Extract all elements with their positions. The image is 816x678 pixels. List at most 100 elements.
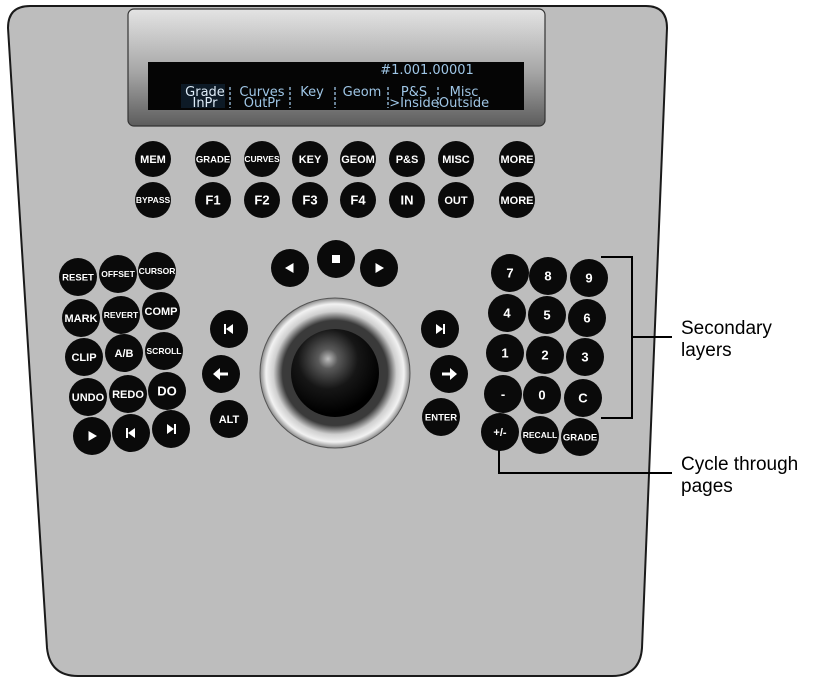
transport-left-button-1[interactable]: [210, 310, 248, 348]
left-button-redo-cap: [109, 375, 147, 413]
function-button-f4[interactable]: F4: [340, 182, 376, 218]
function-button-mem[interactable]: MEM: [135, 141, 171, 177]
function-button-f3-label: F3: [302, 193, 317, 208]
enter-button-label: ENTER: [425, 412, 457, 423]
forward-arrow-icon: [442, 368, 457, 380]
enter-button-cap: [422, 398, 460, 436]
transport-right-button-2[interactable]: [430, 355, 468, 393]
left-button-revert[interactable]: REVERT: [102, 296, 140, 334]
keypad-button-c[interactable]: C: [564, 379, 602, 417]
display-tab-geom: Geom: [343, 85, 382, 100]
enter-button[interactable]: ENTER: [422, 398, 460, 436]
keypad-button-3[interactable]: 3: [566, 338, 604, 376]
left-button-comp[interactable]: COMP: [142, 292, 180, 330]
function-button-grade[interactable]: GRADE: [195, 141, 231, 177]
keypad-button-2[interactable]: 2: [526, 336, 564, 374]
function-button-f3[interactable]: F3: [292, 182, 328, 218]
left-transport-button-3[interactable]: [152, 410, 190, 448]
function-button-misc-cap: [438, 141, 474, 177]
keypad-button-0[interactable]: 0: [523, 376, 561, 414]
function-button-f1-cap: [195, 182, 231, 218]
function-button-misc[interactable]: MISC: [438, 141, 474, 177]
left-button-undo[interactable]: UNDO: [69, 378, 107, 416]
keypad-button-plus-minus-cap: [481, 413, 519, 451]
keypad-button-7[interactable]: 7: [491, 254, 529, 292]
trackball-ball[interactable]: [291, 329, 379, 417]
skip-forward-icon: [436, 324, 445, 334]
function-button-bypass[interactable]: BYPASS: [135, 182, 171, 218]
left-button-a-b[interactable]: A/B: [105, 334, 143, 372]
left-button-scroll[interactable]: SCROLL: [145, 332, 183, 370]
cycle-label-line2: pages: [681, 476, 733, 497]
keypad-button-9[interactable]: 9: [570, 259, 608, 297]
function-button-pands[interactable]: P&S: [389, 141, 425, 177]
left-button-revert-cap: [102, 296, 140, 334]
keypad-button-6-label: 6: [583, 311, 590, 326]
function-button-bypass-cap: [135, 182, 171, 218]
secondary-label-line1: Secondary: [681, 318, 772, 339]
keypad-button-1-label: 1: [501, 346, 508, 361]
function-button-grade-label: GRADE: [196, 154, 230, 165]
function-button-out-label: OUT: [444, 195, 468, 207]
function-button-more-top[interactable]: MORE: [499, 141, 535, 177]
keypad-button-4[interactable]: 4: [488, 294, 526, 332]
left-transport-button-1[interactable]: [73, 417, 111, 455]
function-button-f3-cap: [292, 182, 328, 218]
transport-left-button-2[interactable]: [202, 355, 240, 393]
left-button-clip[interactable]: CLIP: [65, 338, 103, 376]
left-button-cursor-cap: [138, 252, 176, 290]
left-button-do[interactable]: DO: [148, 372, 186, 410]
function-button-f2-cap: [244, 182, 280, 218]
transport-top-button-1[interactable]: [271, 249, 309, 287]
left-button-a-b-cap: [105, 334, 143, 372]
function-button-curves[interactable]: CURVES: [244, 141, 280, 177]
function-button-in-cap: [389, 182, 425, 218]
function-button-key-label: KEY: [299, 154, 322, 166]
transport-top-button-2[interactable]: [317, 240, 355, 278]
left-button-redo[interactable]: REDO: [109, 375, 147, 413]
alt-button-cap: [210, 400, 248, 438]
left-button-do-label: DO: [157, 384, 177, 399]
function-button-more-bottom[interactable]: MORE: [499, 182, 535, 218]
keypad-button-grade-recall[interactable]: GRADE: [561, 418, 599, 456]
alt-button[interactable]: ALT: [210, 400, 248, 438]
keypad-button-recall[interactable]: RECALL: [521, 416, 559, 454]
keypad-button-8[interactable]: 8: [529, 257, 567, 295]
function-button-geom[interactable]: GEOM: [340, 141, 376, 177]
left-button-reset[interactable]: RESET: [59, 258, 97, 296]
left-button-mark[interactable]: MARK: [62, 299, 100, 337]
function-button-out[interactable]: OUT: [438, 182, 474, 218]
left-button-a-b-label: A/B: [115, 348, 134, 360]
function-button-f2[interactable]: F2: [244, 182, 280, 218]
left-button-clip-label: CLIP: [71, 352, 96, 364]
left-button-offset[interactable]: OFFSET: [99, 255, 137, 293]
transport-top-button-3[interactable]: [360, 249, 398, 287]
keypad-button-1-cap: [486, 334, 524, 372]
keypad-button-1[interactable]: 1: [486, 334, 524, 372]
left-button-do-cap: [148, 372, 186, 410]
keypad-button-minus[interactable]: -: [484, 375, 522, 413]
display-tab-pands: P&S: [401, 85, 427, 100]
transport-right-button-1[interactable]: [421, 310, 459, 348]
keypad-button-3-cap: [566, 338, 604, 376]
function-button-grade-cap: [195, 141, 231, 177]
left-button-cursor[interactable]: CURSOR: [138, 252, 176, 290]
secondary-layers-callout: Secondary layers: [601, 256, 772, 419]
back-arrow-icon: [213, 368, 228, 380]
function-button-curves-label: CURVES: [244, 154, 280, 164]
function-button-f1[interactable]: F1: [195, 182, 231, 218]
trackball[interactable]: [259, 297, 411, 449]
keypad-button-8-cap: [529, 257, 567, 295]
left-button-mark-cap: [62, 299, 100, 337]
function-button-key[interactable]: KEY: [292, 141, 328, 177]
display-selected-highlight: [181, 84, 225, 108]
keypad-button-6[interactable]: 6: [568, 299, 606, 337]
cycle-leader: [498, 450, 672, 474]
function-button-in[interactable]: IN: [389, 182, 425, 218]
keypad-button-plus-minus[interactable]: +/-: [481, 413, 519, 451]
left-transport-button-2[interactable]: [112, 414, 150, 452]
display-tab-misc: Misc: [450, 85, 479, 100]
keypad-button-recall-cap: [521, 416, 559, 454]
keypad-button-5[interactable]: 5: [528, 296, 566, 334]
